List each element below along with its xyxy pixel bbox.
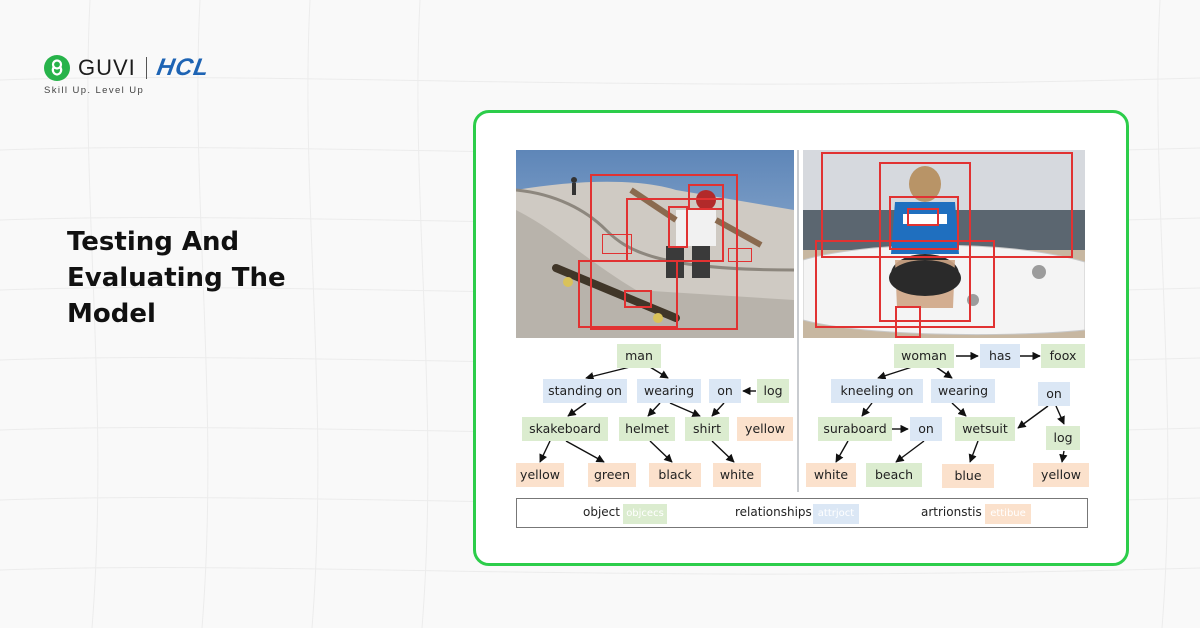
brand-tagline: Skill Up. Level Up — [44, 85, 145, 96]
bounding-box — [821, 152, 1073, 258]
bounding-box — [590, 174, 738, 330]
node-on: on — [709, 379, 741, 403]
surfer-scene — [803, 150, 1085, 338]
bounding-box — [578, 260, 678, 328]
guvi-logo-icon — [44, 55, 70, 81]
node-yellow: yellow — [516, 463, 564, 487]
node-foox: foox — [1041, 344, 1085, 368]
node-log: log — [1046, 426, 1080, 450]
node-beach: beach — [866, 463, 922, 487]
skateboarder-scene — [516, 150, 794, 338]
legend-object-swatch: objcecs — [623, 504, 667, 524]
node-kneeling-on: kneeling on — [831, 379, 923, 403]
node-on-mid: on — [910, 417, 942, 441]
node-yellow-log: yellow — [737, 417, 793, 441]
bounding-box — [688, 184, 724, 210]
brand-logo[interactable]: GUVI HCL Skill Up. Level Up — [44, 54, 212, 96]
node-black: black — [649, 463, 701, 487]
node-white: white — [713, 463, 761, 487]
node-wetsuit: wetsuit — [955, 417, 1015, 441]
node-suraboard: suraboard — [818, 417, 892, 441]
node-log: log — [757, 379, 789, 403]
node-wearing: wearing — [931, 379, 995, 403]
bounding-box — [815, 240, 995, 328]
node-skakeboard: skakeboard — [522, 417, 608, 441]
node-has: has — [980, 344, 1020, 368]
node-green: green — [588, 463, 636, 487]
bounding-box — [728, 248, 752, 262]
panel-divider — [797, 150, 799, 492]
bounding-box — [624, 290, 652, 308]
logo-separator — [145, 57, 147, 79]
node-yellow: yellow — [1033, 463, 1089, 487]
guvi-wordmark: GUVI — [78, 55, 136, 80]
legend-relationships-swatch: attrjoct — [813, 504, 859, 524]
hcl-wordmark: HCL — [154, 54, 212, 81]
node-blue: blue — [942, 464, 994, 488]
legend-relationships-label: relationships — [735, 505, 812, 519]
bounding-box — [668, 206, 688, 248]
node-shirt: shirt — [685, 417, 729, 441]
node-man: man — [617, 344, 661, 368]
node-on-top: on — [1038, 382, 1070, 406]
skateboarder-photo — [516, 150, 794, 338]
bounding-box — [907, 208, 939, 226]
node-white: white — [806, 463, 856, 487]
page-title: Testing And Evaluating The Model — [67, 227, 286, 329]
legend-attributes-swatch: ettibue — [985, 504, 1031, 524]
legend: object objcecs relationships attrjoct ar… — [516, 498, 1088, 528]
surfer-woman-photo — [803, 150, 1085, 338]
bounding-box — [889, 196, 959, 250]
node-standing-on: standing on — [543, 379, 627, 403]
legend-object-label: object — [583, 505, 620, 519]
node-helmet: helmet — [619, 417, 675, 441]
node-woman: woman — [894, 344, 954, 368]
bounding-box — [602, 234, 632, 254]
bounding-box — [879, 162, 971, 322]
bounding-box — [895, 306, 921, 338]
node-wearing: wearing — [637, 379, 701, 403]
legend-attributes-label: artrionstis — [921, 505, 982, 519]
